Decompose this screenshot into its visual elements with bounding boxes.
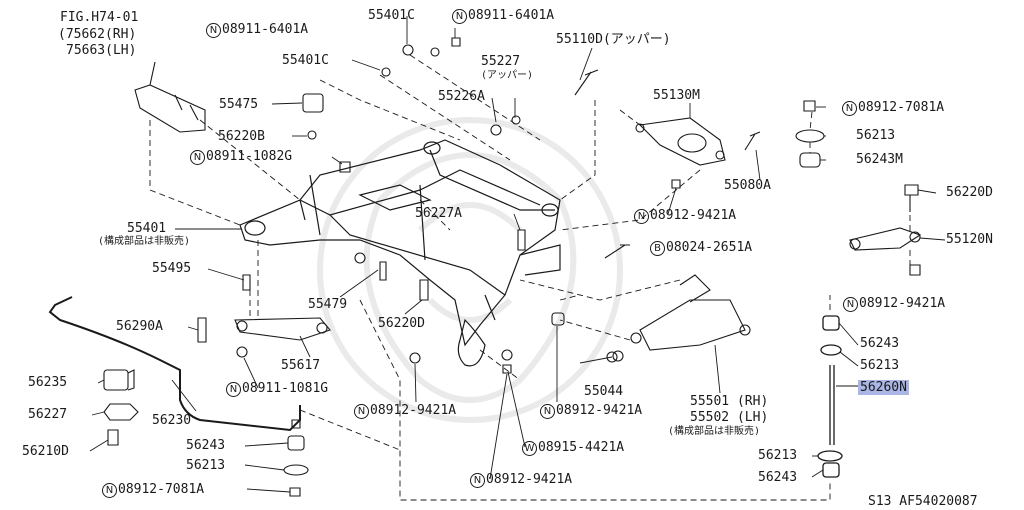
nut-prefix-icon: N	[842, 101, 857, 116]
arm-55617	[234, 317, 331, 341]
nut-prefix-icon: N	[540, 404, 555, 419]
part-label-56235: 56235	[28, 375, 68, 390]
part-label-56243-left: 56243	[186, 438, 226, 453]
watermark-emblem	[317, 117, 623, 423]
stabilizer-bushing-56235	[103, 369, 135, 391]
part-label-55401-sub: (構成部品は非販売)	[98, 236, 191, 247]
bracket-75662	[134, 61, 206, 133]
figure-reference: FIG.H74-01	[60, 10, 139, 25]
part-label-55475: 55475	[219, 97, 259, 112]
part-label-56243-right: 56243	[860, 336, 900, 351]
figure-part-rh: (75662(RH)	[58, 27, 137, 42]
upper-arm-55130m	[635, 117, 726, 166]
part-label-56213-right2: 56213	[860, 358, 900, 373]
part-label-56290a: 56290A	[116, 319, 163, 334]
part-label-55401: 55401	[127, 221, 167, 236]
washer-prefix-icon: W	[522, 441, 537, 456]
leader-lines	[89, 16, 946, 493]
part-label-55044: 55044	[584, 384, 624, 399]
part-label-55110d: 55110D(アッパー)	[556, 32, 671, 47]
part-label-56260n: 56260N	[858, 380, 909, 395]
part-label-55227: 55227	[481, 54, 521, 69]
part-label-56230: 56230	[152, 413, 192, 428]
dashed-lines	[149, 54, 911, 501]
figure-code: S13 AF54020087	[868, 494, 978, 509]
shock-rod-56260n	[817, 315, 843, 478]
subframe-crossmember	[239, 139, 561, 367]
link-55120n	[849, 227, 922, 251]
part-label-55479: 55479	[308, 297, 348, 312]
part-label-56213-right1: 56213	[856, 128, 896, 143]
part-label-55495: 55495	[152, 261, 192, 276]
part-label-56210d: 56210D	[22, 444, 69, 459]
part-label-55226a: 55226A	[438, 89, 485, 104]
figure-part-lh: 75663(LH)	[66, 43, 137, 58]
part-label-56220b: 56220B	[218, 129, 265, 144]
part-label-55617: 55617	[281, 358, 321, 373]
stabilizer-bar-56230	[48, 296, 301, 432]
lower-arm-55501	[630, 274, 751, 351]
part-label-55130m: 55130M	[653, 88, 700, 103]
part-label-56213-left: 56213	[186, 458, 226, 473]
nut-prefix-icon: N	[206, 23, 221, 38]
nut-prefix-icon: N	[634, 209, 649, 224]
part-label-5550x-sub: (構成部品は非販売)	[668, 426, 761, 437]
part-label-55501: 55501 (RH)	[690, 394, 769, 409]
part-label-56243-bottom: 56243	[758, 470, 798, 485]
part-label-56227a: 56227A	[415, 206, 462, 221]
part-label-56227: 56227	[28, 407, 68, 422]
nut-prefix-icon: N	[843, 297, 858, 312]
part-label-56220d: 56220D	[378, 316, 425, 331]
stabilizer-clamp-56227	[103, 403, 139, 421]
nut-prefix-icon: N	[354, 404, 369, 419]
nut-prefix-icon: N	[226, 382, 241, 397]
part-label-55080a: 55080A	[724, 178, 771, 193]
part-label-55502: 55502 (LH)	[690, 410, 769, 425]
part-label-56243m: 56243M	[856, 152, 903, 167]
nut-prefix-icon: N	[102, 483, 117, 498]
fasteners	[107, 37, 761, 497]
bolt-prefix-icon: B	[650, 241, 665, 256]
nut-prefix-icon: N	[452, 9, 467, 24]
highlight-56260n: 56260N	[858, 380, 909, 395]
part-label-55401c-top: 55401C	[368, 8, 415, 23]
part-label-55401c: 55401C	[282, 53, 329, 68]
part-label-56213-bottom: 56213	[758, 448, 798, 463]
part-label-55227-sub: (アッパー)	[481, 70, 534, 81]
part-label-55120n: 55120N	[946, 232, 993, 247]
nut-prefix-icon: N	[190, 150, 205, 165]
nut-prefix-icon: N	[470, 473, 485, 488]
part-label-56220d-right: 56220D	[946, 185, 993, 200]
